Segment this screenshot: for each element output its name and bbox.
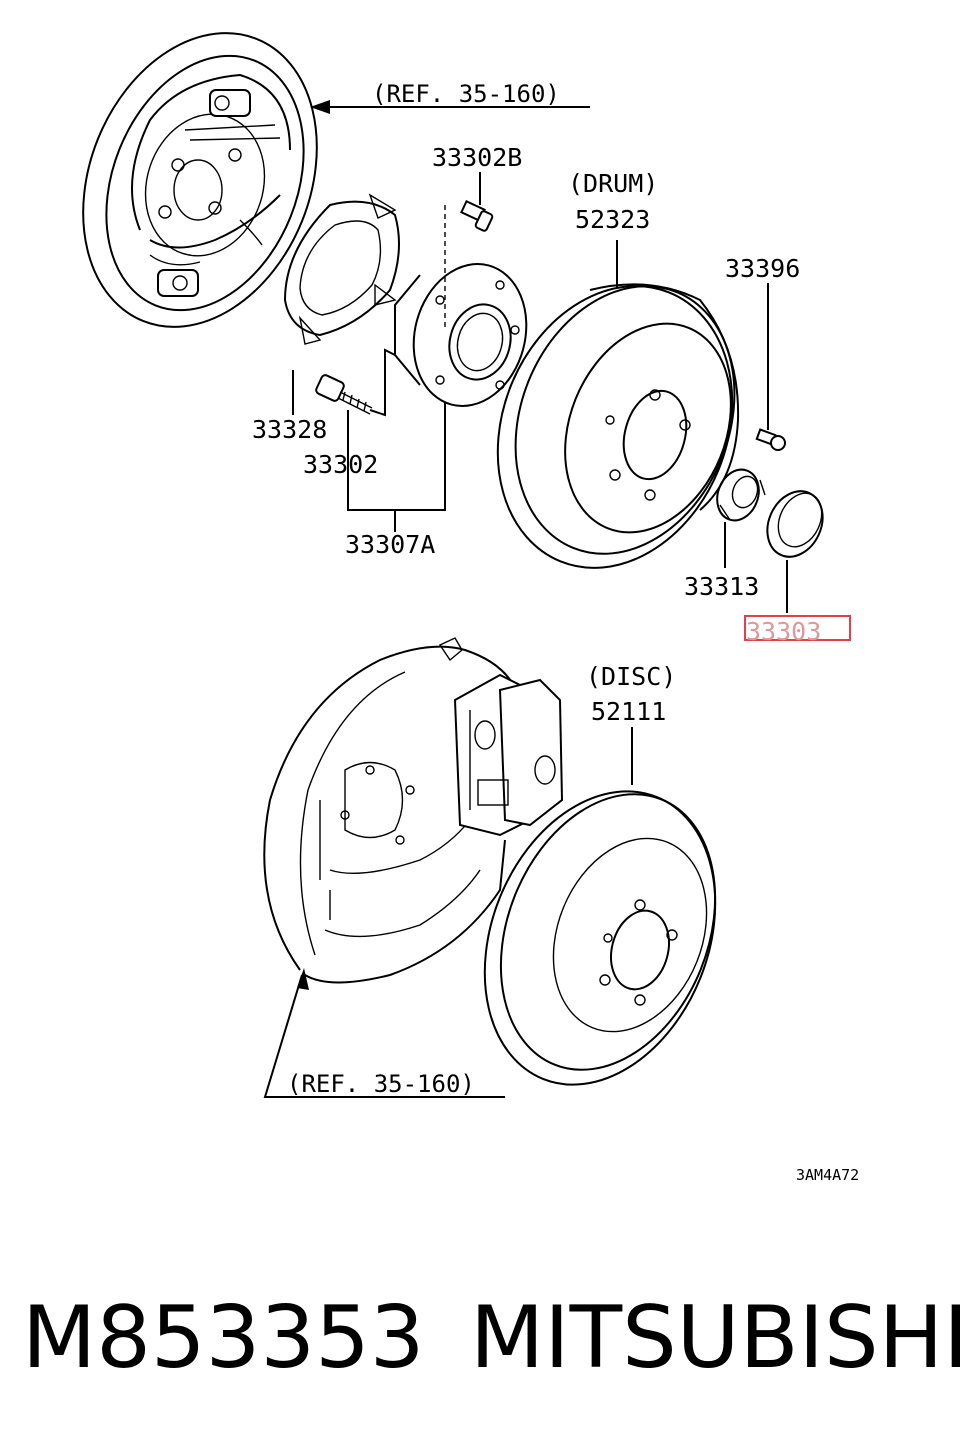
label-33328: 33328 <box>252 415 327 444</box>
label-33313: 33313 <box>684 572 759 601</box>
brand-name: MITSUBISHI <box>470 1288 960 1388</box>
drum-backing-plate <box>82 32 318 328</box>
tone-ring <box>283 193 400 345</box>
label-disc: (DISC) <box>586 662 676 691</box>
part-number: M853353 <box>22 1288 425 1388</box>
ref-top-leader <box>310 100 590 114</box>
label-33302: 33302 <box>303 450 378 479</box>
label-52323: 52323 <box>575 205 650 234</box>
ref-bottom-leader <box>263 968 505 1098</box>
stud-33302 <box>315 374 373 415</box>
highlighted-part[interactable]: 33303 <box>744 615 851 646</box>
diagram-code: 3AM4A72 <box>796 1166 859 1184</box>
dust-cap-33303 <box>766 490 824 558</box>
ref-label-top: (REF. 35-160) <box>372 80 560 108</box>
label-33303: 33303 <box>746 617 821 646</box>
brake-disc <box>483 790 717 1086</box>
bolt-33396 <box>755 428 786 451</box>
label-33396: 33396 <box>725 254 800 283</box>
hub-nut-33313 <box>716 468 766 522</box>
label-33302B: 33302B <box>432 143 522 172</box>
brake-drum <box>496 283 740 569</box>
disc-backing-plate <box>263 645 521 984</box>
caliper <box>438 637 564 837</box>
hub-assembly <box>394 263 528 407</box>
bolt-33302B <box>460 200 494 232</box>
label-52111: 52111 <box>591 697 666 726</box>
ref-label-bottom: (REF. 35-160) <box>287 1070 475 1098</box>
label-33307A: 33307A <box>345 530 435 559</box>
label-drum: (DRUM) <box>568 169 658 198</box>
